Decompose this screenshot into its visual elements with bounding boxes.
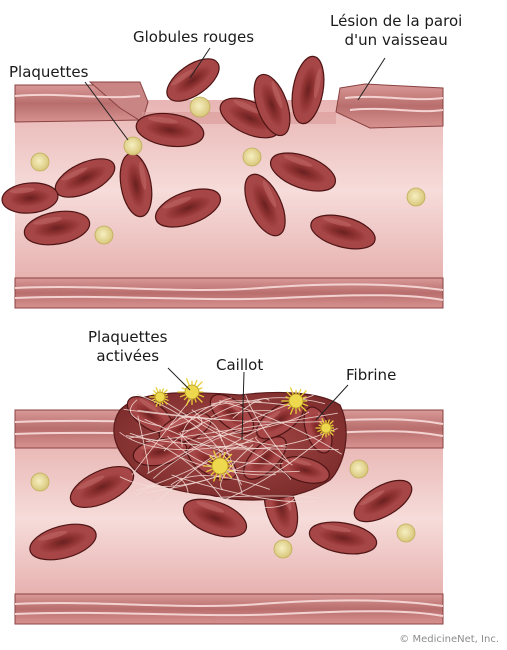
label-caillot: Caillot — [216, 356, 263, 375]
platelet — [397, 524, 415, 542]
copyright-credit: © MedicineNet, Inc. — [399, 634, 499, 645]
label-text: Plaquettes — [88, 328, 167, 347]
platelet — [95, 226, 113, 244]
platelet — [31, 153, 49, 171]
label-text: Plaquettes — [9, 63, 88, 82]
platelet — [190, 97, 210, 117]
label-lesion: Lésion de la paroi d'un vaisseau — [330, 12, 462, 50]
label-text: Lésion de la paroi — [330, 12, 462, 31]
label-plaquettes: Plaquettes — [9, 63, 88, 82]
platelet — [350, 460, 368, 478]
platelet — [124, 137, 142, 155]
label-text: Caillot — [216, 356, 263, 375]
label-text: Fibrine — [346, 366, 396, 385]
label-plaquettes-activees: Plaquettes activées — [88, 328, 167, 366]
vessel-wall-bottom — [15, 278, 443, 308]
platelet — [31, 473, 49, 491]
platelet — [407, 188, 425, 206]
label-fibrine: Fibrine — [346, 366, 396, 385]
label-globules-rouges: Globules rouges — [133, 28, 254, 47]
label-text: Globules rouges — [133, 28, 254, 47]
platelet — [274, 540, 292, 558]
platelet — [243, 148, 261, 166]
label-text: activées — [88, 347, 167, 366]
vessel-wall-bottom — [15, 594, 443, 624]
label-text: d'un vaisseau — [330, 31, 462, 50]
